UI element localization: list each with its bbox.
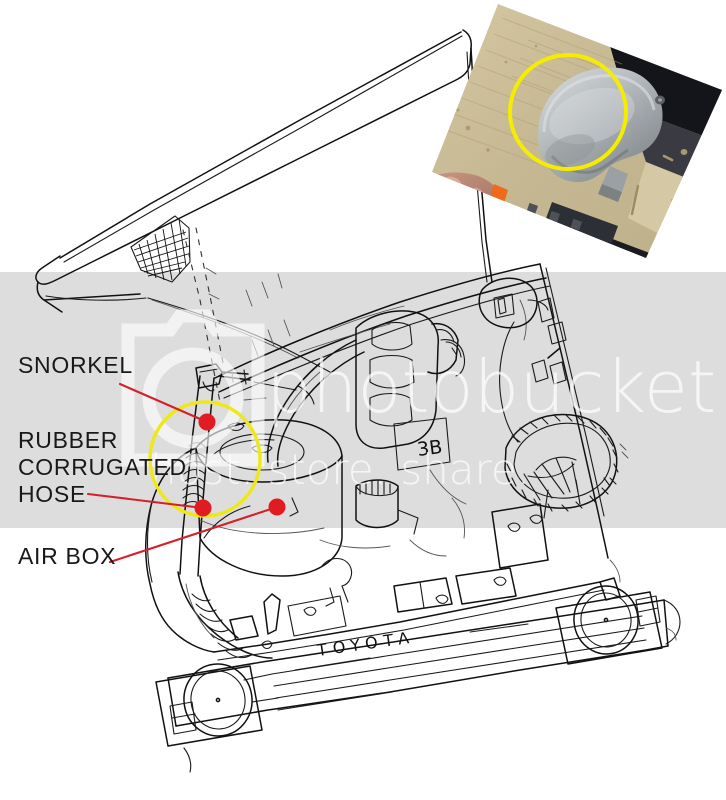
brake-reservoir bbox=[478, 277, 549, 329]
hood-mesh-patch bbox=[130, 215, 191, 283]
engine-code-text: 3B bbox=[416, 436, 444, 461]
photo-content bbox=[432, 4, 722, 258]
cooling-fan bbox=[504, 413, 629, 519]
callout-label-air-box: AIR BOX bbox=[18, 543, 117, 569]
metal-elbow-duct bbox=[538, 67, 663, 202]
lower-intake-duct bbox=[177, 571, 273, 659]
engine-block: 3B bbox=[266, 310, 459, 535]
hose-leader-line bbox=[86, 492, 205, 510]
callout-label-snorkel: SNORKEL bbox=[18, 352, 133, 378]
relay-tabs bbox=[499, 297, 567, 443]
inner-wing-left bbox=[145, 447, 215, 653]
snorkel-elbow-photo bbox=[432, 4, 722, 258]
photo-highlight-circle bbox=[508, 53, 628, 171]
radiator-support bbox=[213, 503, 621, 661]
airbox-marker-dot bbox=[268, 498, 286, 516]
snorkel-leader-line bbox=[118, 382, 209, 424]
snorkel-marker-dot bbox=[198, 413, 216, 431]
callout-label-rubber-corrugated-hose: RUBBER CORRUGATED HOSE bbox=[18, 427, 187, 507]
airbox-leader-line bbox=[108, 505, 279, 564]
engine-hoses bbox=[440, 299, 527, 377]
hose-marker-dot bbox=[194, 499, 212, 517]
background-detail-strokes bbox=[243, 273, 467, 557]
